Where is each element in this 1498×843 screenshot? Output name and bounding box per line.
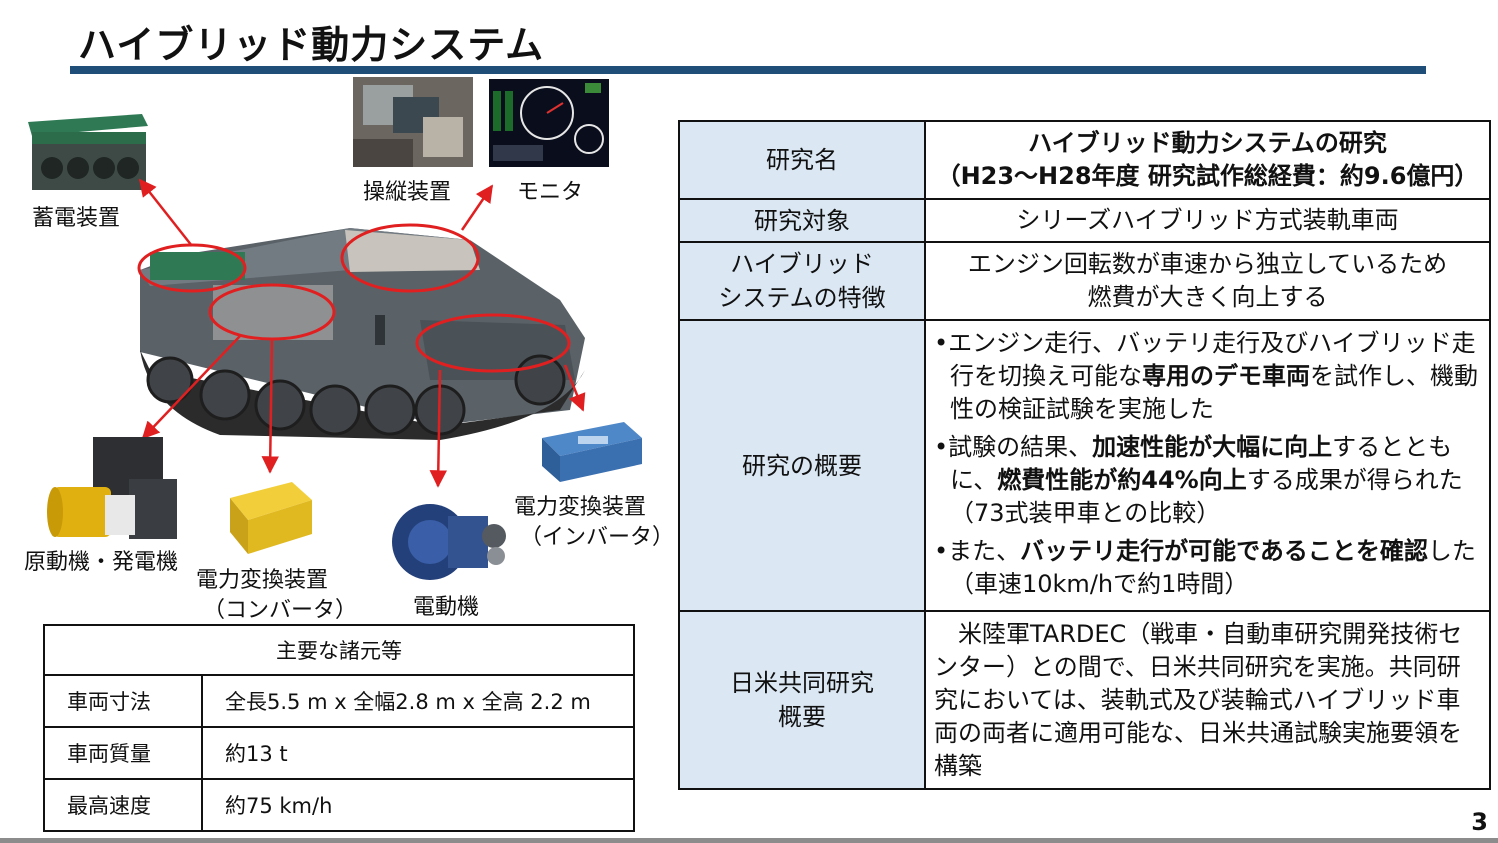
joint-label-line-2: 概要: [778, 703, 826, 731]
table-row: 研究の概要 •エンジン走行、バッテリ走行及びハイブリッド走行を切換え可能な専用の…: [678, 319, 1491, 612]
control-device-image: [353, 77, 473, 167]
spec-label: 車両寸法: [43, 674, 203, 728]
summary-text: するとともに、: [950, 433, 1453, 494]
table-row: 車両寸法 全長5.5 m x 全幅2.8 m x 全高 2.2 m: [43, 674, 635, 728]
caption-converter-1: 電力変換装置: [196, 568, 329, 593]
engine-generator-image: [47, 437, 177, 539]
page-title: ハイブリッド動力システム: [78, 23, 545, 67]
research-joint-value: 米陸軍TARDEC（戦車・自動車研究開発技術センター）との間で、日米共同研究を実…: [924, 610, 1491, 790]
summary-bullet-3: •また、バッテリ走行が可能であることを確認した（車速10km/hで約1時間）: [934, 535, 1481, 601]
summary-emphasis: 専用のデモ車両: [1142, 362, 1310, 390]
title-rule: [70, 66, 1426, 74]
research-target-label: 研究対象: [678, 198, 926, 243]
caption-battery: 蓄電装置: [32, 206, 121, 231]
table-row: 車両質量 約13 t: [43, 726, 635, 780]
feature-value-line-1: エンジン回転数が車速から独立しているため: [967, 250, 1448, 278]
summary-text: を試作し、機動性の検証試験を実施した: [950, 362, 1478, 423]
research-joint-label: 日米共同研究 概要: [678, 610, 926, 790]
table-row: 研究対象 シリーズハイブリッド方式装軌車両: [678, 198, 1491, 243]
table-row: 最高速度 約75 km/h: [43, 778, 635, 832]
research-summary-value: •エンジン走行、バッテリ走行及びハイブリッド走行を切換え可能な専用のデモ車両を試…: [924, 319, 1491, 612]
summary-text: •また、: [934, 537, 1021, 565]
research-feature-label: ハイブリッド システムの特徴: [678, 241, 926, 321]
monitor-image: [489, 79, 609, 167]
caption-control: 操縦装置: [363, 180, 452, 205]
summary-bullet-2: •試験の結果、加速性能が大幅に向上するとともに、燃費性能が約44%向上する成果が…: [934, 431, 1481, 530]
summary-emphasis: 加速性能が大幅に向上: [1092, 433, 1333, 461]
summary-text: •エンジン走行、バッテリ走行及びハイブリッド走行を切換え可能な: [934, 329, 1476, 390]
summary-emphasis: バッテリ走行が可能であることを確認: [1020, 537, 1428, 565]
spec-label: 車両質量: [43, 726, 203, 780]
summary-bullet-1: •エンジン走行、バッテリ走行及びハイブリッド走行を切換え可能な専用のデモ車両を試…: [934, 327, 1481, 426]
feature-label-line-2: システムの特徴: [718, 284, 886, 312]
inverter-image: [542, 422, 642, 482]
research-table: 研究名 ハイブリッド動力システムの研究 （H23～H28年度 研究試作総経費：約…: [678, 120, 1491, 790]
summary-text: •試験の結果、: [934, 433, 1093, 461]
table-row: 日米共同研究 概要 米陸軍TARDEC（戦車・自動車研究開発技術センター）との間…: [678, 610, 1491, 790]
research-summary-label: 研究の概要: [678, 319, 926, 612]
feature-label-line-1: ハイブリッド: [730, 250, 874, 278]
table-row: 研究名 ハイブリッド動力システムの研究 （H23～H28年度 研究試作総経費：約…: [678, 120, 1491, 200]
electric-motor-image: [392, 504, 506, 580]
page-number: 3: [1471, 808, 1488, 836]
summary-text: する成果が得られた（73式装甲車との比較）: [950, 466, 1463, 527]
caption-engine: 原動機・発電機: [24, 550, 179, 575]
spec-value: 約13 t: [201, 726, 635, 780]
caption-converter-2: （コンバータ）: [203, 598, 358, 623]
research-name-value: ハイブリッド動力システムの研究 （H23～H28年度 研究試作総経費：約9.6億…: [924, 120, 1491, 200]
vehicle-diagram: [137, 178, 586, 488]
research-name-line-2: （H23～H28年度 研究試作総経費：約9.6億円）: [936, 162, 1479, 190]
spec-label: 最高速度: [43, 778, 203, 832]
spec-value: 全長5.5 m x 全幅2.8 m x 全高 2.2 m: [201, 674, 635, 728]
caption-motor: 電動機: [413, 595, 480, 620]
specs-table: 主要な諸元等 車両寸法 全長5.5 m x 全幅2.8 m x 全高 2.2 m…: [43, 624, 635, 832]
caption-inverter-2: （インバータ）: [520, 525, 675, 550]
research-feature-value: エンジン回転数が車速から独立しているため 燃費が大きく向上する: [924, 241, 1491, 321]
joint-label-line-1: 日米共同研究: [730, 669, 874, 697]
research-name-label: 研究名: [678, 120, 926, 200]
converter-image: [230, 482, 312, 554]
bottom-rule: [0, 838, 1498, 843]
research-name-line-1: ハイブリッド動力システムの研究: [1028, 129, 1387, 157]
caption-inverter-1: 電力変換装置: [514, 495, 647, 520]
feature-value-line-2: 燃費が大きく向上する: [1087, 283, 1328, 311]
summary-text: した（車速10km/hで約1時間）: [950, 537, 1476, 598]
caption-monitor: モニタ: [517, 180, 584, 205]
summary-emphasis: 燃費性能が約44%向上: [997, 466, 1247, 494]
table-row: ハイブリッド システムの特徴 エンジン回転数が車速から独立しているため 燃費が大…: [678, 241, 1491, 321]
research-target-value: シリーズハイブリッド方式装軌車両: [924, 198, 1491, 243]
battery-unit-image: [28, 114, 148, 190]
specs-header: 主要な諸元等: [43, 624, 635, 676]
spec-value: 約75 km/h: [201, 778, 635, 832]
